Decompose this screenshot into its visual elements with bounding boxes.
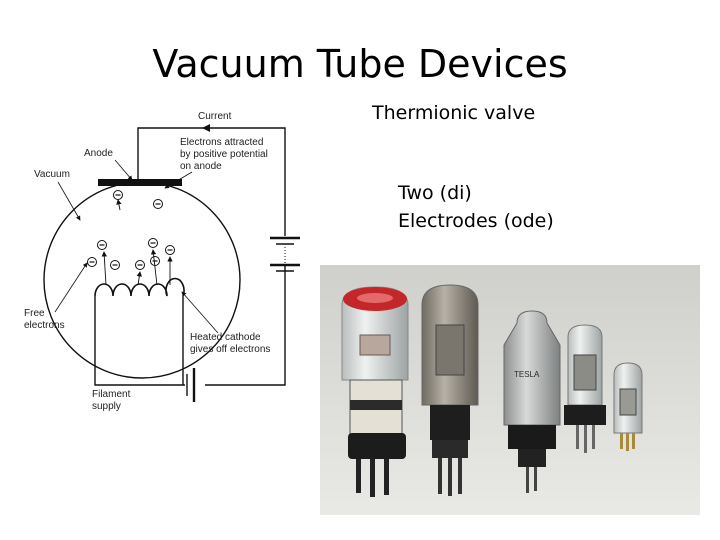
text-two-di: Two (di): [398, 182, 472, 204]
external-circuit: [94, 127, 286, 386]
slide-title: Vacuum Tube Devices: [152, 42, 568, 86]
electrons: [87, 190, 175, 270]
tube-red-top: [341, 286, 409, 497]
text-electrodes-ode: Electrodes (ode): [398, 210, 554, 232]
label-electrons-attracted: Electrons attracted: [180, 137, 263, 148]
subtitle-thermionic-valve: Thermionic valve: [372, 102, 536, 124]
cathode-coil: [94, 277, 185, 297]
current-arrow-icon: [202, 124, 210, 132]
vacuum-tubes-photo: TESLA: [320, 265, 700, 515]
label-heated-cathode: Heated cathode: [190, 332, 261, 343]
label-free: Free: [24, 308, 45, 319]
tube-metal: TESLA: [503, 310, 561, 493]
tube-small-glass: [564, 324, 606, 453]
electron-motion-arrows: [101, 199, 173, 286]
label-filament: Filament: [92, 389, 131, 400]
label-pointers: [54, 159, 219, 334]
label-on-anode: on anode: [180, 161, 222, 172]
tube-clear-tall: [421, 284, 479, 496]
tube-miniature: [613, 362, 643, 451]
label-anode: Anode: [84, 148, 113, 159]
label-electrons: electrons: [24, 320, 65, 331]
filament-battery-icon: [186, 368, 196, 402]
anode-battery-icon: [270, 236, 300, 272]
label-current: Current: [198, 111, 232, 122]
label-positive-potential: by positive potential: [180, 149, 268, 160]
vacuum-tube-diagram: Current Anode Vacuum Electrons attracted…: [24, 111, 300, 412]
label-supply: supply: [92, 401, 121, 412]
label-gives-off-electrons: gives off electrons: [190, 344, 270, 355]
tube-marking: TESLA: [514, 370, 540, 379]
anode-plate: [98, 179, 182, 186]
label-vacuum: Vacuum: [34, 169, 70, 180]
